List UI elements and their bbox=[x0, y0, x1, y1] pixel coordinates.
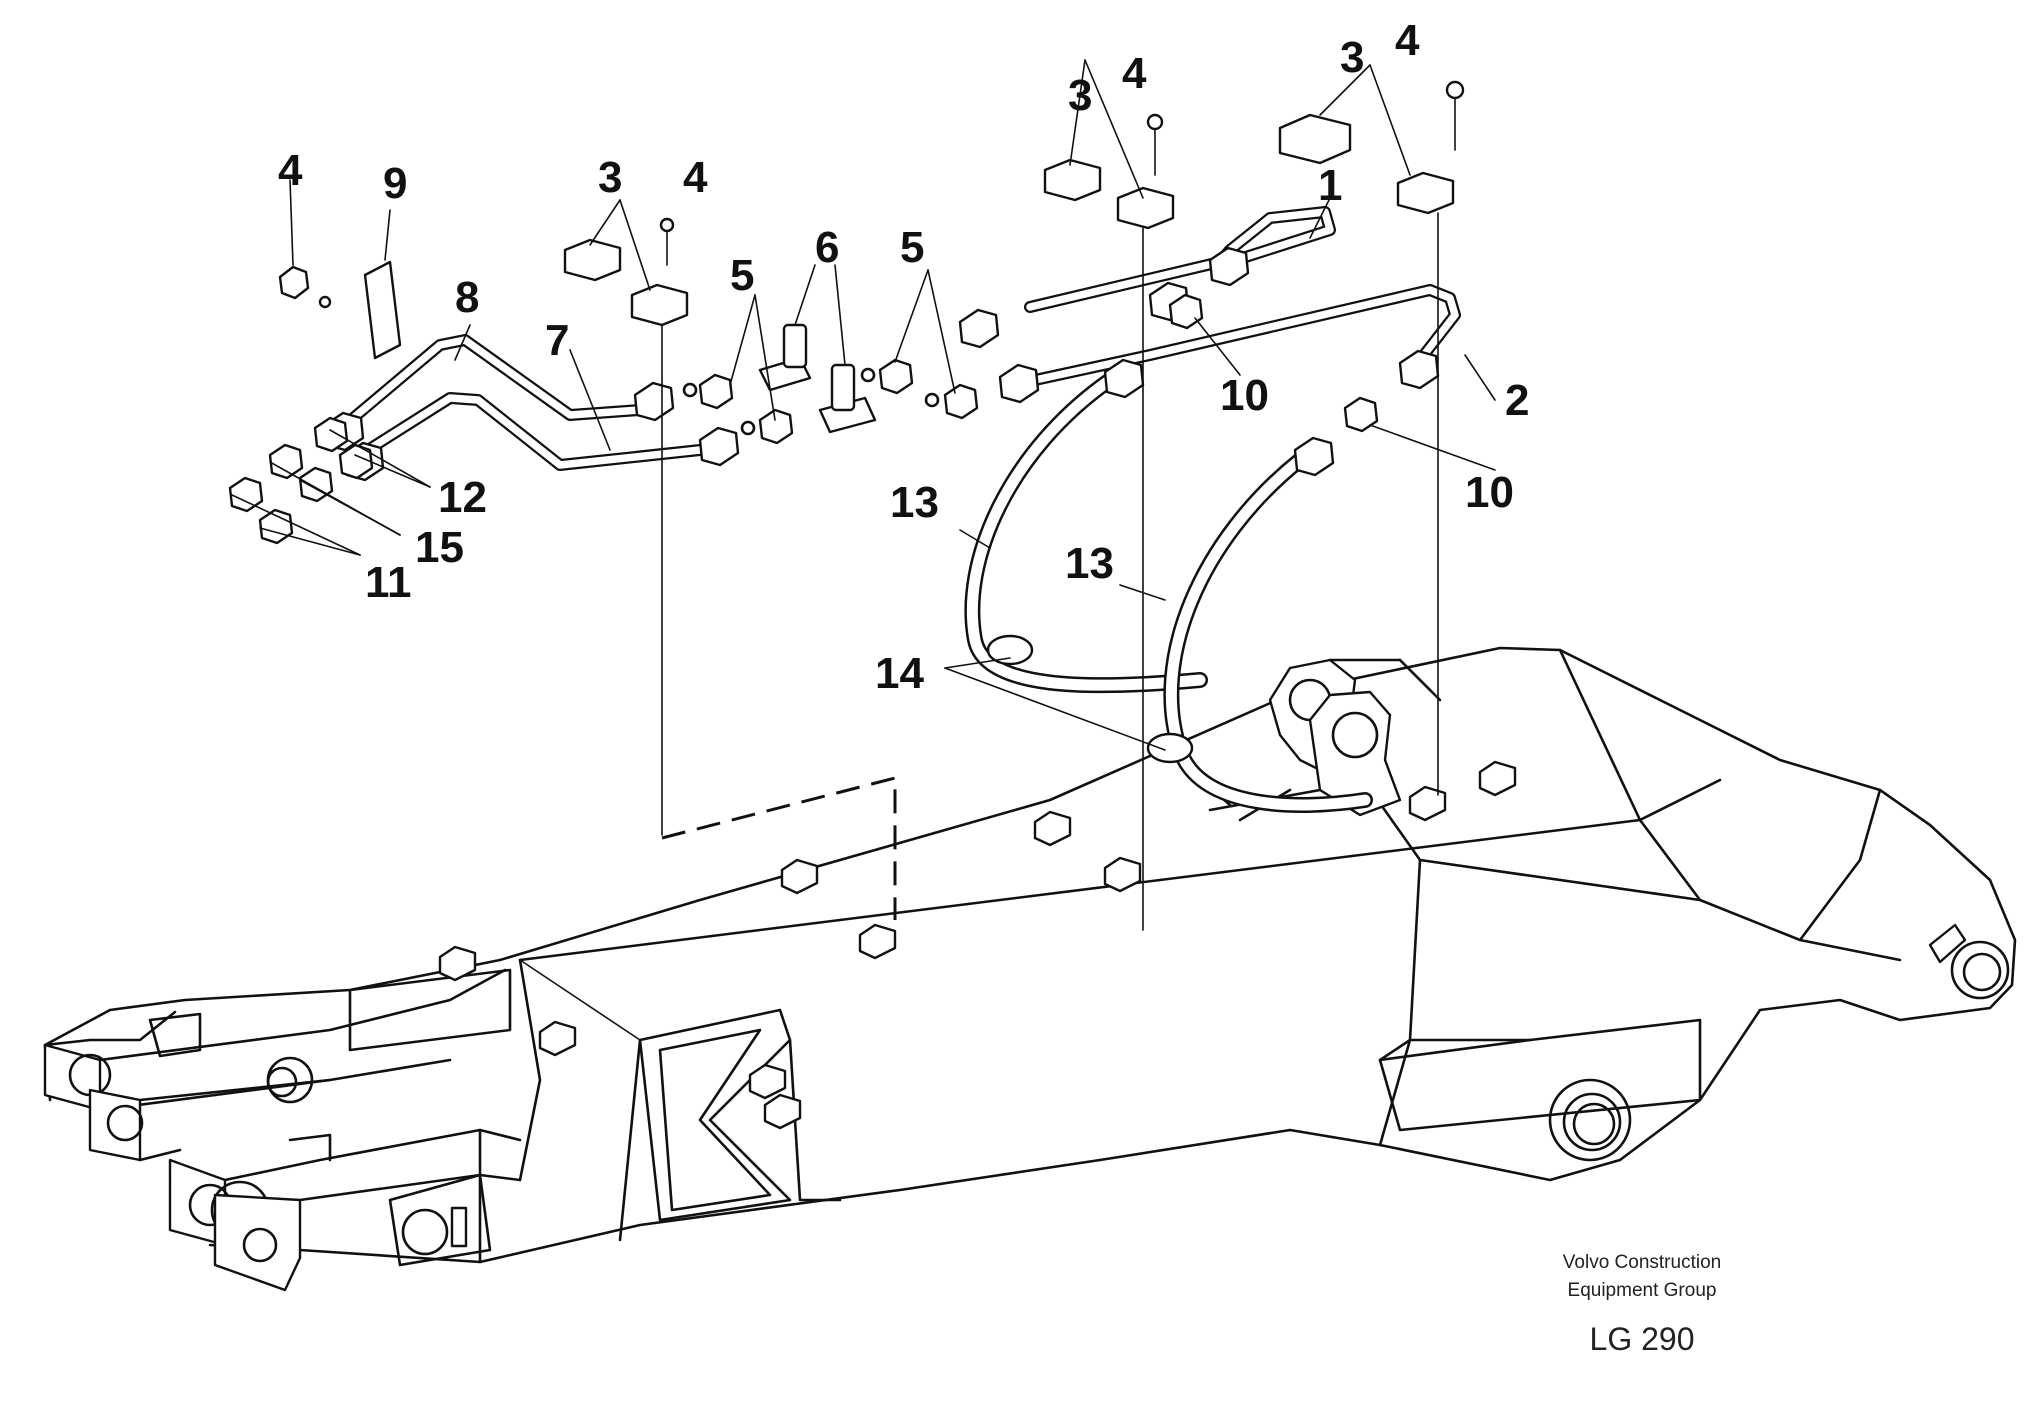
callout-2: 2 bbox=[1505, 376, 1529, 425]
clamp-halves-and-screws bbox=[278, 80, 1465, 360]
hose-clamp-2 bbox=[1146, 732, 1194, 764]
callout-13-right: 13 bbox=[1065, 539, 1114, 588]
callout-4-middle: 4 bbox=[683, 153, 708, 202]
callout-4-top-right: 4 bbox=[1395, 16, 1420, 65]
callout-3-left: 3 bbox=[598, 153, 622, 202]
boom-body bbox=[43, 646, 2017, 1292]
callout-3-top-middle: 3 bbox=[1068, 71, 1092, 120]
callout-4-left: 4 bbox=[278, 146, 303, 195]
callout-7: 7 bbox=[545, 316, 569, 365]
assembly-guide-lines bbox=[661, 212, 1439, 931]
callout-4-top-middle: 4 bbox=[1122, 49, 1147, 98]
callout-5-right: 5 bbox=[900, 223, 924, 272]
callout-10-lower: 10 bbox=[1465, 468, 1514, 517]
callout-14: 14 bbox=[875, 649, 924, 698]
leader-lines bbox=[231, 59, 1496, 751]
caption-line-2: Equipment Group bbox=[1568, 1280, 1717, 1301]
callout-11: 11 bbox=[365, 558, 412, 607]
document-id: LG 290 bbox=[1590, 1321, 1695, 1357]
fittings-and-adapters bbox=[228, 293, 1379, 545]
callout-6: 6 bbox=[815, 223, 839, 272]
boom-clamp-blocks bbox=[438, 760, 1517, 1130]
hose-clamp-1 bbox=[986, 634, 1034, 666]
caption-line-1: Volvo Construction bbox=[1563, 1252, 1721, 1273]
callout-12: 12 bbox=[438, 473, 487, 522]
callout-3-top-right: 3 bbox=[1340, 33, 1364, 82]
callout-8: 8 bbox=[455, 273, 479, 322]
callout-15: 15 bbox=[415, 523, 464, 572]
callout-10-upper: 10 bbox=[1220, 371, 1269, 420]
callout-5-left: 5 bbox=[730, 251, 754, 300]
callout-9: 9 bbox=[383, 159, 407, 208]
callout-13-left: 13 bbox=[890, 478, 939, 527]
rigid-pipes bbox=[323, 206, 1461, 482]
hoses-13 bbox=[964, 372, 1373, 813]
publisher-caption: Volvo Construction Equipment Group LG 29… bbox=[1563, 1252, 1721, 1357]
callout-1: 1 bbox=[1318, 161, 1342, 210]
callout-labels: 1 2 3 3 3 4 4 4 4 5 5 6 7 8 9 10 10 11 1… bbox=[278, 16, 1529, 698]
